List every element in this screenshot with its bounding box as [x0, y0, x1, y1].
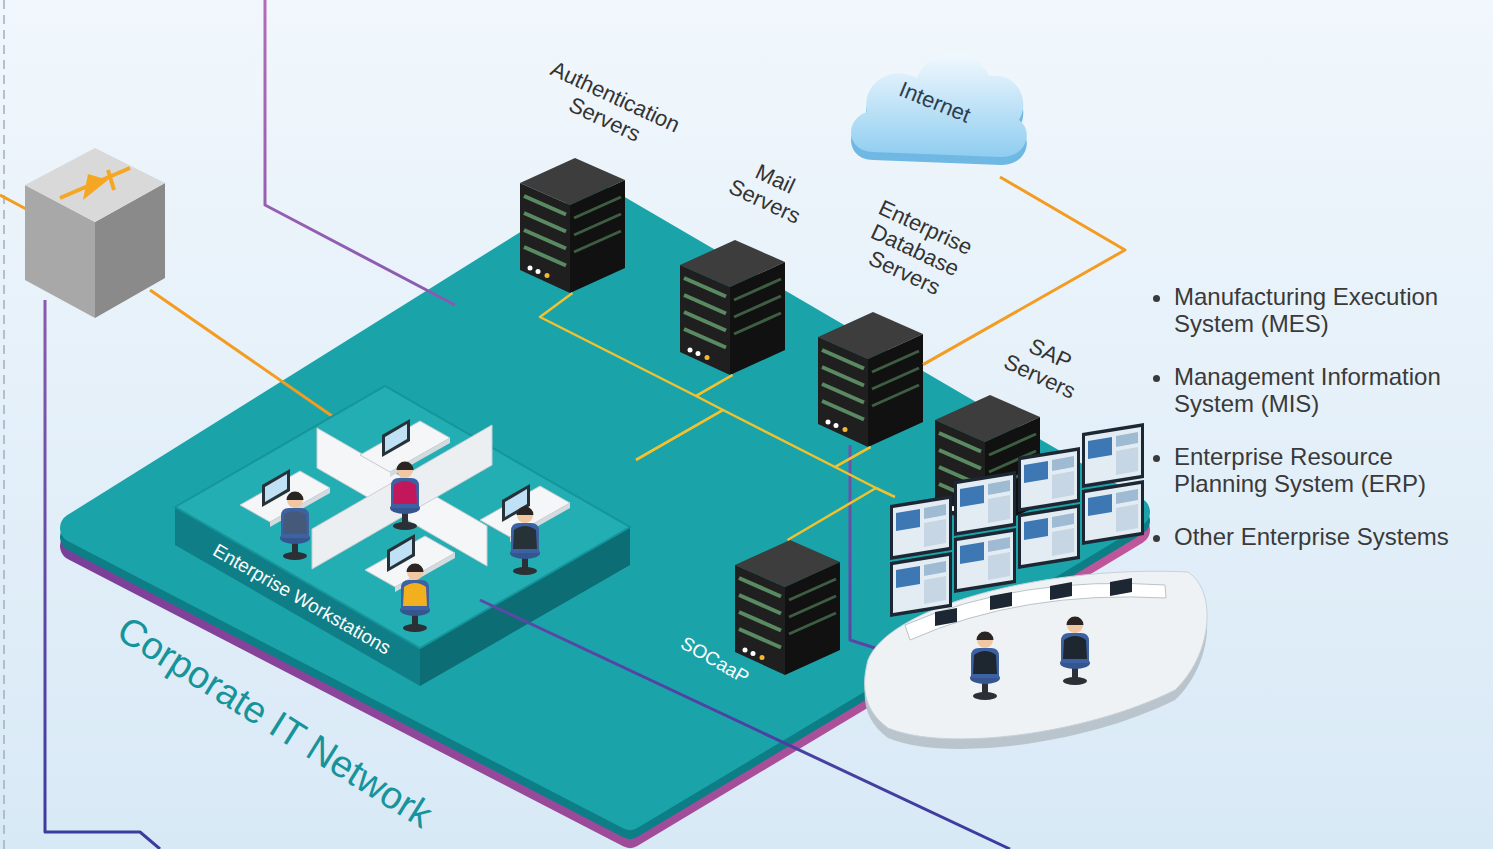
network-link [636, 410, 871, 467]
soc-console [954, 471, 1016, 536]
soc-console [954, 528, 1016, 593]
server-node: SOCaaP [735, 540, 840, 675]
server-icons [818, 312, 923, 447]
workstation-slab [175, 386, 630, 686]
soc-console [935, 608, 957, 626]
network-link [636, 375, 733, 460]
network-platform-outline [75, 209, 1135, 824]
server-label: Mail Servers [714, 146, 826, 234]
cloud-outline [851, 53, 1027, 157]
system-item: Other Enterprise Systems [1174, 523, 1459, 550]
server-label: SOCaaP [677, 632, 752, 688]
network-link [540, 293, 733, 396]
cubicles [390, 462, 420, 531]
soc-console [970, 632, 1000, 701]
network-link [788, 447, 877, 540]
server-icons [680, 240, 785, 375]
label-holder: SAP Servers [989, 321, 1101, 409]
server-label: SAP Servers [989, 321, 1101, 409]
server-icons [520, 158, 1040, 675]
network-platform: Authentication ServersMail ServersEnterp… [50, 150, 1175, 849]
soc-console [1018, 447, 1080, 512]
soc-console [1110, 578, 1132, 596]
system-item: Enterprise Resource Planning System (ERP… [1174, 443, 1459, 497]
label-holder: Mail Servers [714, 146, 826, 234]
label-holder: Authentication Servers [531, 54, 688, 163]
area-label: Enterprise Workstations [210, 540, 395, 659]
workstation-slab [175, 386, 630, 648]
server-label: Authentication Servers [531, 54, 688, 163]
network-wires [265, 0, 455, 305]
data-diode [25, 148, 165, 222]
server-node: Authentication Servers [520, 158, 625, 293]
cubicles [510, 507, 540, 576]
network-wires [0, 0, 875, 849]
soc-console [1082, 423, 1144, 488]
soc-console [890, 552, 952, 617]
data-diode [25, 148, 165, 318]
soc-console [865, 423, 1208, 749]
server-node: SAP Servers [935, 395, 1040, 530]
soc-console [1050, 582, 1072, 600]
network-wires [0, 195, 28, 210]
server-icons [735, 540, 840, 675]
server-node: Mail Servers [680, 240, 785, 375]
cubicles [400, 564, 430, 633]
server-node: Enterprise Database Servers [818, 312, 923, 447]
label-holder: Enterprise Workstations [210, 540, 395, 659]
data-diode [83, 174, 108, 200]
internet-cloud: Internet [835, 12, 1035, 177]
system-list: Manufacturing Execution System (MES) Mana… [1152, 283, 1459, 576]
soc-console [1082, 480, 1144, 545]
soc-console [1018, 504, 1080, 569]
server-icons [520, 158, 625, 293]
network-platform-outline [50, 150, 1175, 849]
system-item: Management Information System (MIS) [1174, 363, 1459, 417]
network-platform-outline [75, 218, 1135, 833]
cubicles [280, 492, 310, 561]
soc-console [890, 495, 952, 560]
network-wires [45, 300, 160, 849]
soc-console [990, 592, 1012, 610]
data-diode [108, 170, 114, 190]
soc-console [1060, 617, 1090, 686]
label-holder: SOCaaP [677, 632, 752, 688]
network-platform-outline [75, 200, 1135, 833]
network-wire [876, 488, 895, 497]
network-wires [150, 290, 345, 425]
system-item: Manufacturing Execution System (MES) [1174, 283, 1459, 337]
server-label: Enterprise Database Servers [848, 192, 981, 307]
connector-group [540, 177, 1125, 540]
workstation-area: Enterprise Workstations [170, 372, 636, 695]
label-holder: Enterprise Database Servers [848, 192, 981, 307]
boundary-dash [3, 0, 5, 849]
